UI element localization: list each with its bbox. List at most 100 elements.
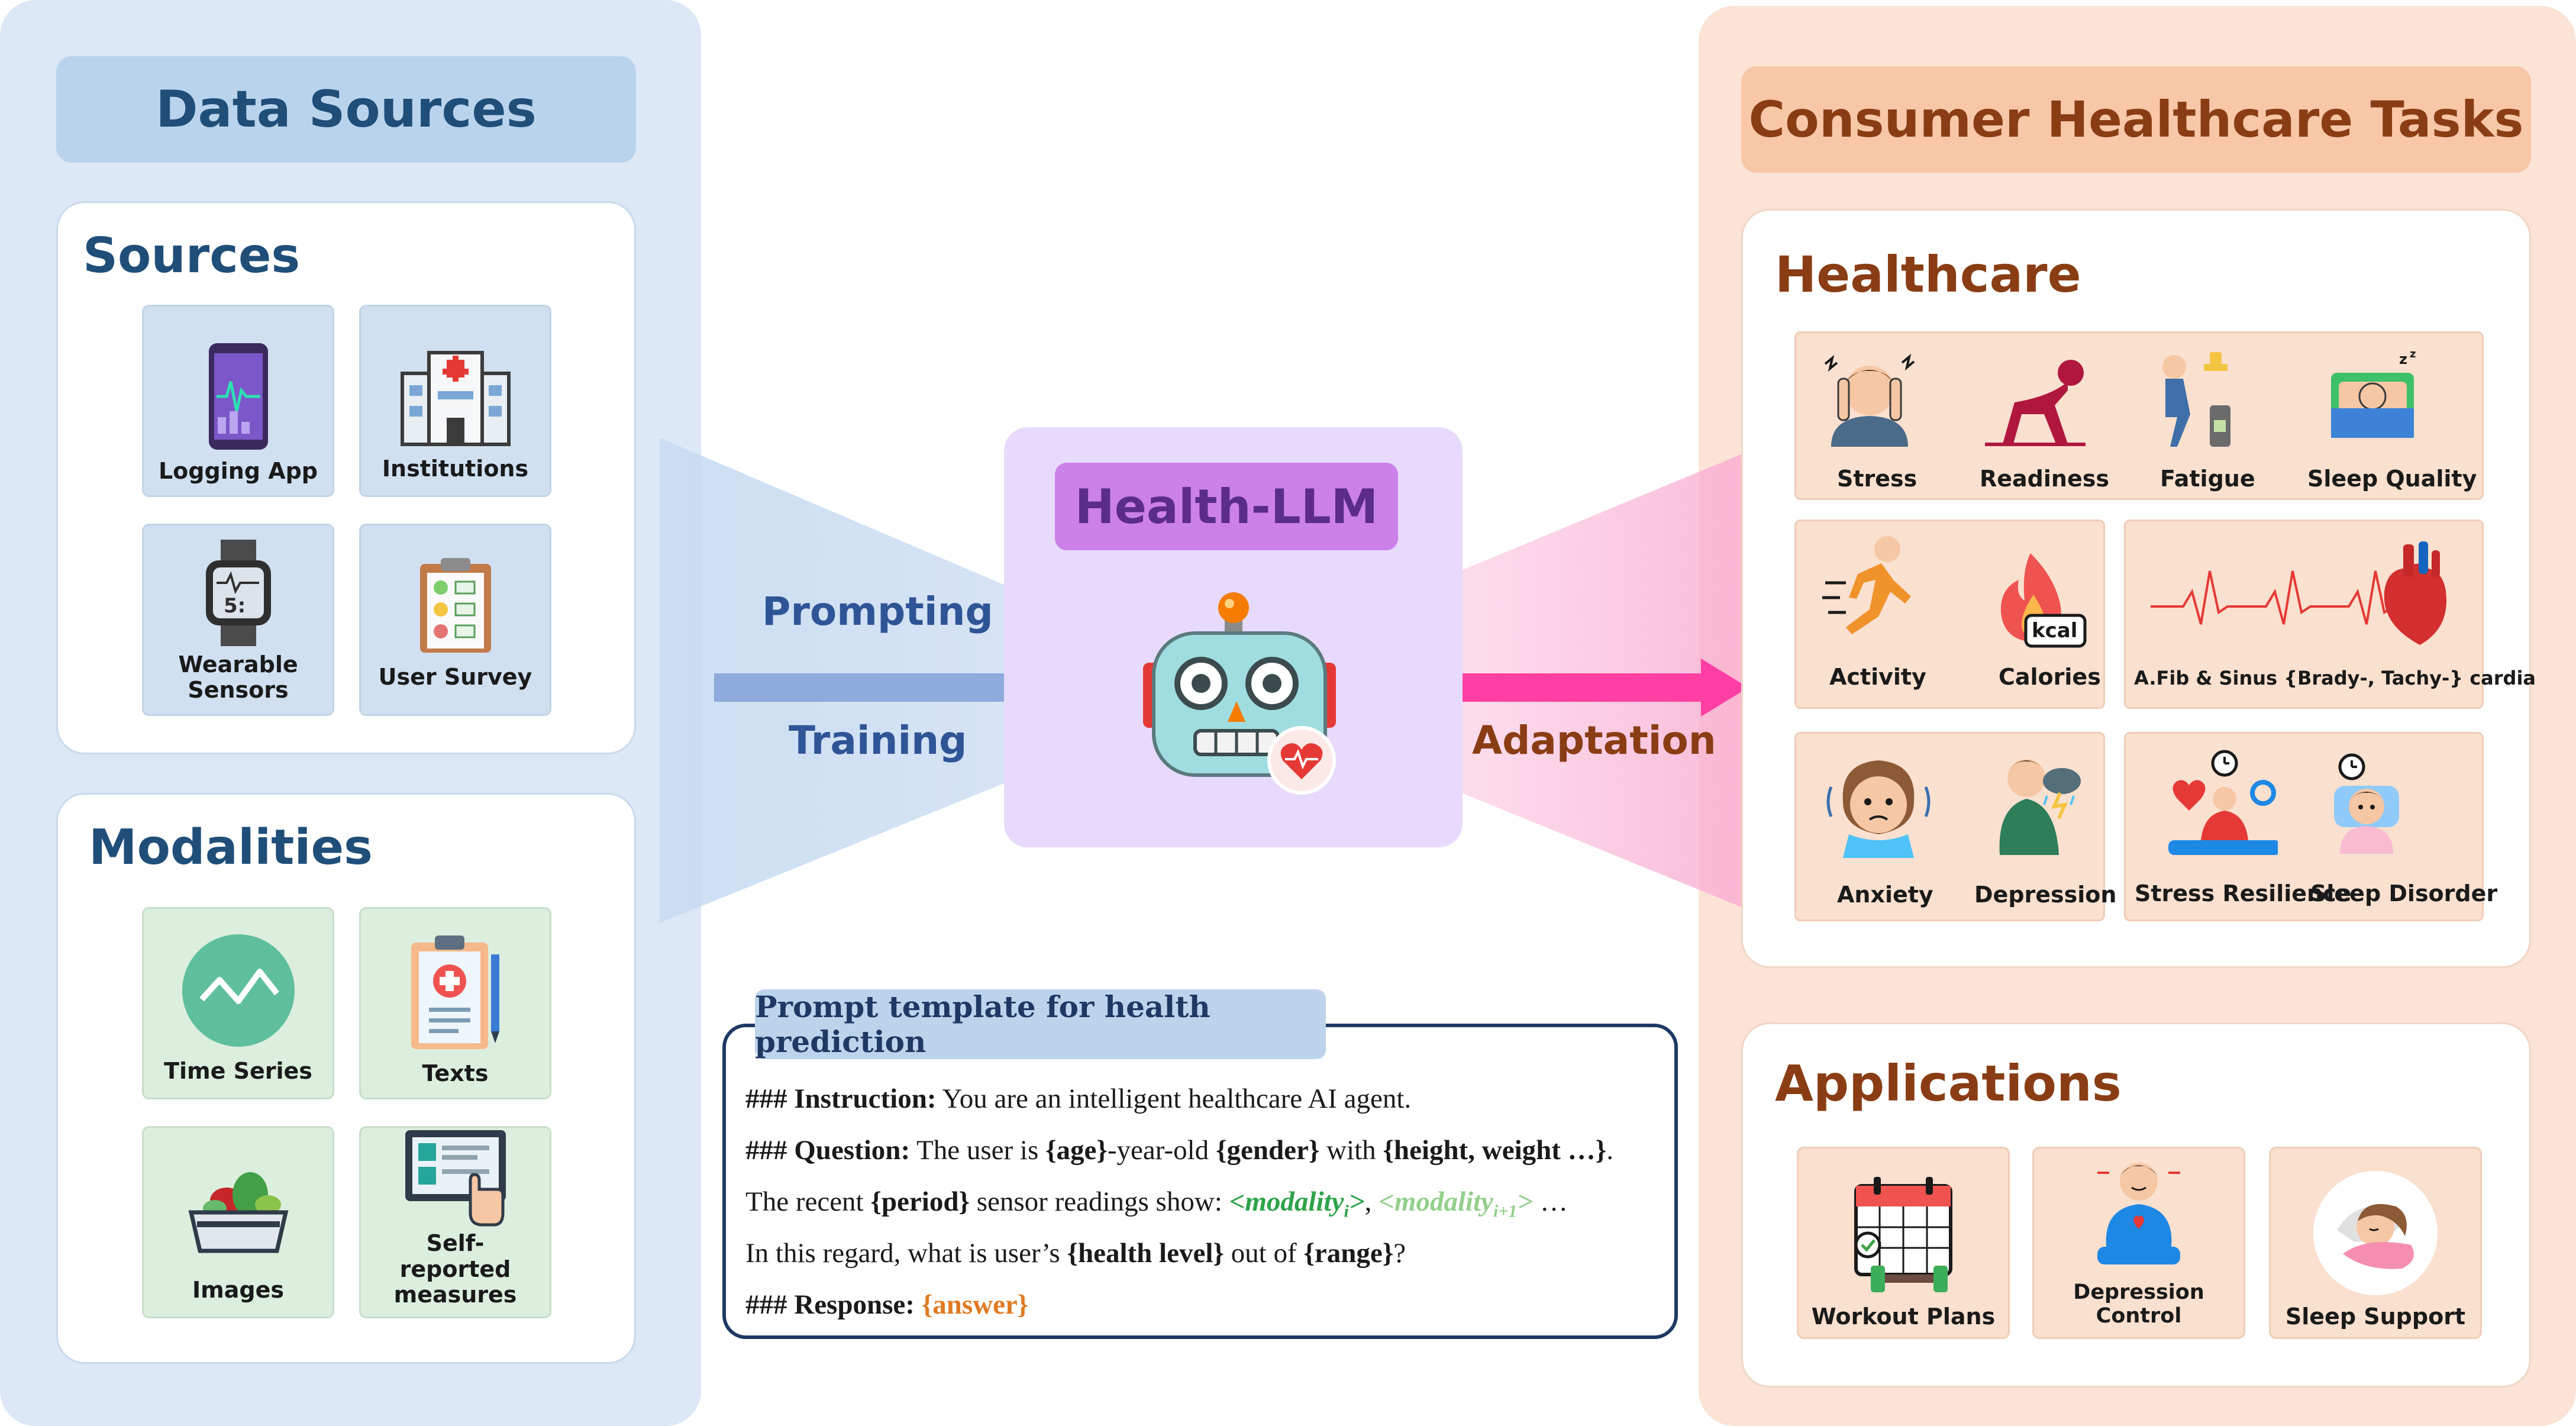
adaptation-label: Adaptation	[1472, 718, 1716, 763]
modality-self-reported: Self-reported measures	[359, 1126, 551, 1318]
modality-token-end: >	[1517, 1186, 1534, 1217]
instruction-label: ### Instruction:	[745, 1083, 937, 1114]
tile-label: Workout Plans	[1811, 1304, 1996, 1330]
modality-i-token: <modalityi>	[1229, 1186, 1365, 1221]
salad-bowl-icon	[182, 1147, 295, 1277]
arrow-left	[714, 662, 1059, 714]
task-label: Depression	[1974, 882, 2117, 908]
question-label: ### Question:	[745, 1135, 911, 1166]
applications-title: Applications	[1775, 1054, 2122, 1112]
phone-icon	[206, 334, 271, 459]
arrow-right	[1405, 659, 1748, 717]
task-label: Calories	[1999, 664, 2101, 690]
svg-text:z: z	[2399, 351, 2407, 367]
tile-label: Logging App	[158, 458, 318, 485]
workout-calendar-icon	[1847, 1168, 1960, 1304]
tile-label: Wearable Sensors	[178, 651, 298, 704]
svg-text:z: z	[2410, 349, 2416, 360]
instruction-text: You are an intelligent healthcare AI age…	[936, 1083, 1412, 1114]
healthcare-row-3b	[2124, 732, 2484, 921]
modality-texts: Texts	[359, 907, 551, 1099]
sensor-text: sensor readings show:	[969, 1186, 1229, 1217]
modalities-title: Modalities	[89, 820, 373, 876]
calories-icon: kcal	[1989, 547, 2090, 650]
touchscreen-icon	[399, 1124, 512, 1231]
tile-label: Depression Control	[2073, 1280, 2204, 1328]
modality-i1-token: <modalityi+1>	[1379, 1186, 1534, 1221]
tile-label: Time Series	[164, 1058, 312, 1085]
modality-time-series: Time Series	[142, 907, 334, 1099]
task-label: Stress Resilience	[2135, 880, 2352, 906]
prompt-health-level-line: In this regard, what is user’s {health l…	[745, 1237, 1406, 1269]
tile-label: Self-reported measures	[393, 1230, 517, 1308]
survey-clipboard-icon	[414, 546, 497, 664]
question-text: .	[1606, 1135, 1613, 1166]
task-label: A.Fib & Sinus {Brady-, Tachy-} cardia	[2134, 667, 2536, 689]
modality-images: Images	[142, 1126, 334, 1318]
sources-title: Sources	[83, 228, 301, 284]
modality-token-end: >	[1348, 1186, 1365, 1217]
sleep-disorder-icon	[2325, 750, 2408, 859]
health-level-placeholder: {health level}	[1067, 1238, 1224, 1269]
stress-icon	[1819, 346, 1920, 452]
task-label: Stress	[1837, 466, 1918, 492]
answer-placeholder: {answer}	[914, 1289, 1029, 1320]
tile-label: Institutions	[382, 456, 529, 482]
prompt-response-line: ### Response: {answer}	[745, 1289, 1028, 1321]
task-label: Sleep Quality	[2307, 466, 2477, 492]
health-llm-title: Health-LLM	[1055, 463, 1398, 550]
sensor-text: ,	[1364, 1186, 1379, 1217]
depression-icon	[1982, 749, 2088, 860]
anxiety-icon	[1825, 746, 1932, 860]
prompt-question-line: ### Question: The user is {age}-year-old…	[745, 1134, 1613, 1166]
modality-token-text: <modality	[1379, 1186, 1493, 1217]
tasks-header: Consumer Healthcare Tasks	[1741, 66, 2531, 173]
app-sleep-support: Sleep Support	[2269, 1147, 2482, 1339]
level-text: out of	[1224, 1238, 1304, 1269]
smartwatch-icon: 5:	[200, 534, 277, 652]
readiness-icon	[1979, 355, 2091, 452]
source-institutions: Institutions	[359, 305, 551, 497]
task-label: Anxiety	[1837, 882, 1933, 908]
tile-label: User Survey	[378, 664, 532, 691]
robot-icon	[1130, 589, 1343, 802]
sensor-text: …	[1533, 1186, 1568, 1217]
age-placeholder: {age}	[1045, 1135, 1108, 1166]
modality-index: i+1	[1493, 1201, 1518, 1221]
app-depression-control: Depression Control	[2032, 1147, 2245, 1339]
task-label: Sleep Disorder	[2310, 880, 2498, 906]
level-text: In this regard, what is user’s	[745, 1238, 1067, 1269]
meditation-icon	[2080, 1148, 2198, 1280]
level-text: ?	[1393, 1238, 1406, 1269]
height-weight-placeholder: {height, weight …}	[1383, 1135, 1607, 1166]
app-workout-plans: Workout Plans	[1797, 1147, 2010, 1339]
modality-token-text: <modality	[1229, 1186, 1344, 1217]
task-label: Fatigue	[2160, 466, 2255, 492]
gender-placeholder: {gender}	[1215, 1135, 1320, 1166]
prompt-template-tab: Prompt template for health prediction	[755, 989, 1326, 1059]
sleep-quality-icon: z z	[2322, 348, 2423, 446]
data-sources-header: Data Sources	[56, 56, 636, 163]
question-text: -year-old	[1107, 1135, 1216, 1166]
training-label: Training	[789, 718, 967, 763]
question-text: with	[1319, 1135, 1383, 1166]
running-icon	[1822, 533, 1923, 650]
question-text: The user is	[910, 1135, 1045, 1166]
range-placeholder: {range}	[1303, 1238, 1394, 1269]
line-chart-icon	[179, 922, 298, 1059]
medical-clipboard-icon	[402, 925, 509, 1061]
sleeping-person-icon	[2307, 1162, 2443, 1304]
prompting-label: Prompting	[762, 589, 993, 634]
sensor-text: The recent	[745, 1186, 871, 1217]
source-wearable-sensors: 5: Wearable Sensors	[142, 524, 334, 716]
svg-text:kcal: kcal	[2032, 619, 2077, 643]
healthcare-title: Healthcare	[1775, 246, 2081, 304]
stress-resilience-icon	[2159, 749, 2281, 863]
response-label: ### Response:	[745, 1289, 915, 1320]
source-user-survey: User Survey	[359, 524, 551, 716]
tile-label: Images	[192, 1277, 284, 1304]
hospital-icon	[396, 332, 515, 456]
svg-text:5:: 5:	[224, 594, 246, 618]
